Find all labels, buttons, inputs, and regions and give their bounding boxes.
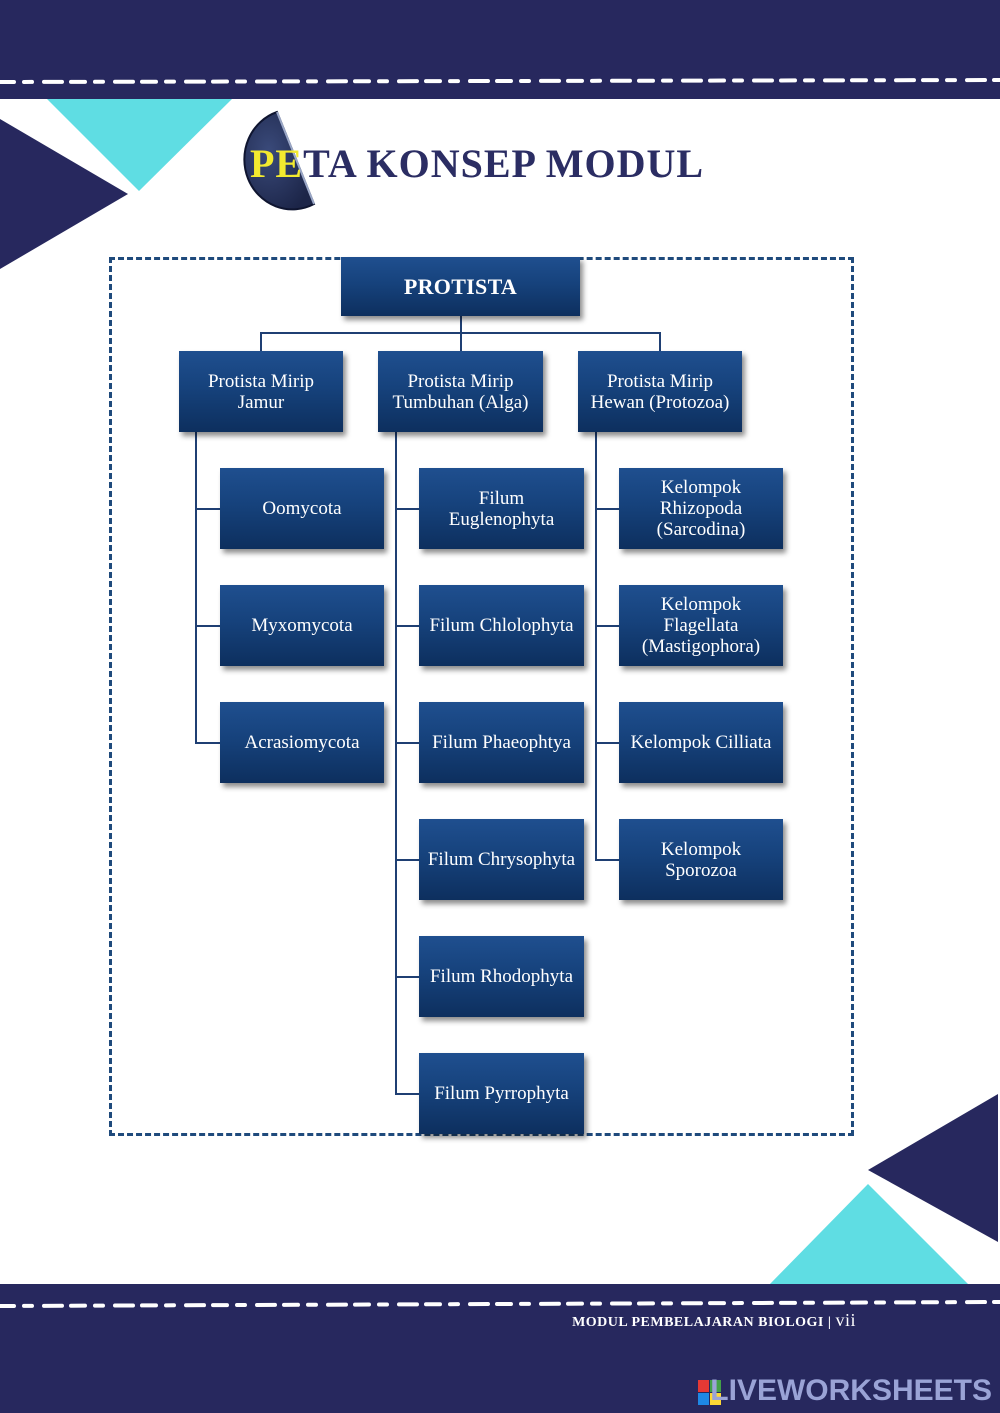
title-highlight: PE (250, 141, 304, 186)
top-banner (0, 0, 1000, 99)
connector (195, 508, 221, 510)
liveworksheets-logo-icon (698, 1380, 721, 1405)
connector (460, 332, 462, 351)
watermark: LIVEWORKSHEETS (710, 1374, 992, 1407)
bottom-right-decoration (768, 1094, 998, 1286)
node-euglenophyta: Filum Euglenophyta (419, 468, 584, 549)
connector (395, 859, 420, 861)
node-cilliata: Kelompok Cilliata (619, 702, 783, 783)
node-pyrrophyta: Filum Pyrrophyta (419, 1053, 584, 1134)
node-phaeophtya: Filum Phaeophtya (419, 702, 584, 783)
node-group-alga: Protista Mirip Tumbuhan (Alga) (378, 351, 543, 432)
connector (460, 316, 462, 334)
title-rest: TA KONSEP MODUL (303, 141, 705, 186)
node-myxomycota: Myxomycota (220, 585, 384, 666)
page-title: PETA KONSEP MODUL (250, 140, 704, 187)
connector (595, 432, 597, 861)
node-group-protozoa: Protista Mirip Hewan (Protozoa) (578, 351, 742, 432)
node-group-jamur: Protista Mirip Jamur (179, 351, 343, 432)
connector (395, 432, 397, 1095)
connector (595, 742, 620, 744)
title-emblem-icon (243, 110, 316, 211)
node-root: PROTISTA (341, 257, 580, 316)
footer-separator: | (827, 1315, 832, 1330)
connector (395, 1093, 420, 1095)
connector (595, 625, 620, 627)
footer-module-title: MODUL PEMBELAJARAN BIOLOGI | vii (572, 1310, 856, 1331)
connector (195, 625, 221, 627)
node-rhizopoda: Kelompok Rhizopoda (Sarcodina) (619, 468, 783, 549)
connector (595, 508, 620, 510)
connector (595, 859, 620, 861)
connector (260, 332, 262, 351)
connector (195, 432, 197, 744)
connector (659, 332, 661, 351)
connector (395, 508, 420, 510)
connector (395, 625, 420, 627)
footer-text: MODUL PEMBELAJARAN BIOLOGI (572, 1315, 824, 1330)
node-chrysophyta: Filum Chrysophyta (419, 819, 584, 900)
top-left-decoration (0, 99, 232, 269)
connector (395, 976, 420, 978)
node-chlolophyta: Filum Chlolophyta (419, 585, 584, 666)
node-oomycota: Oomycota (220, 468, 384, 549)
node-sporozoa: Kelompok Sporozoa (619, 819, 783, 900)
connector (395, 742, 420, 744)
node-acrasiomycota: Acrasiomycota (220, 702, 384, 783)
bottom-banner (0, 1284, 1000, 1413)
connector (195, 742, 221, 744)
page-number: vii (835, 1310, 856, 1330)
node-rhodophyta: Filum Rhodophyta (419, 936, 584, 1017)
node-flagellata: Kelompok Flagellata (Mastigophora) (619, 585, 783, 666)
